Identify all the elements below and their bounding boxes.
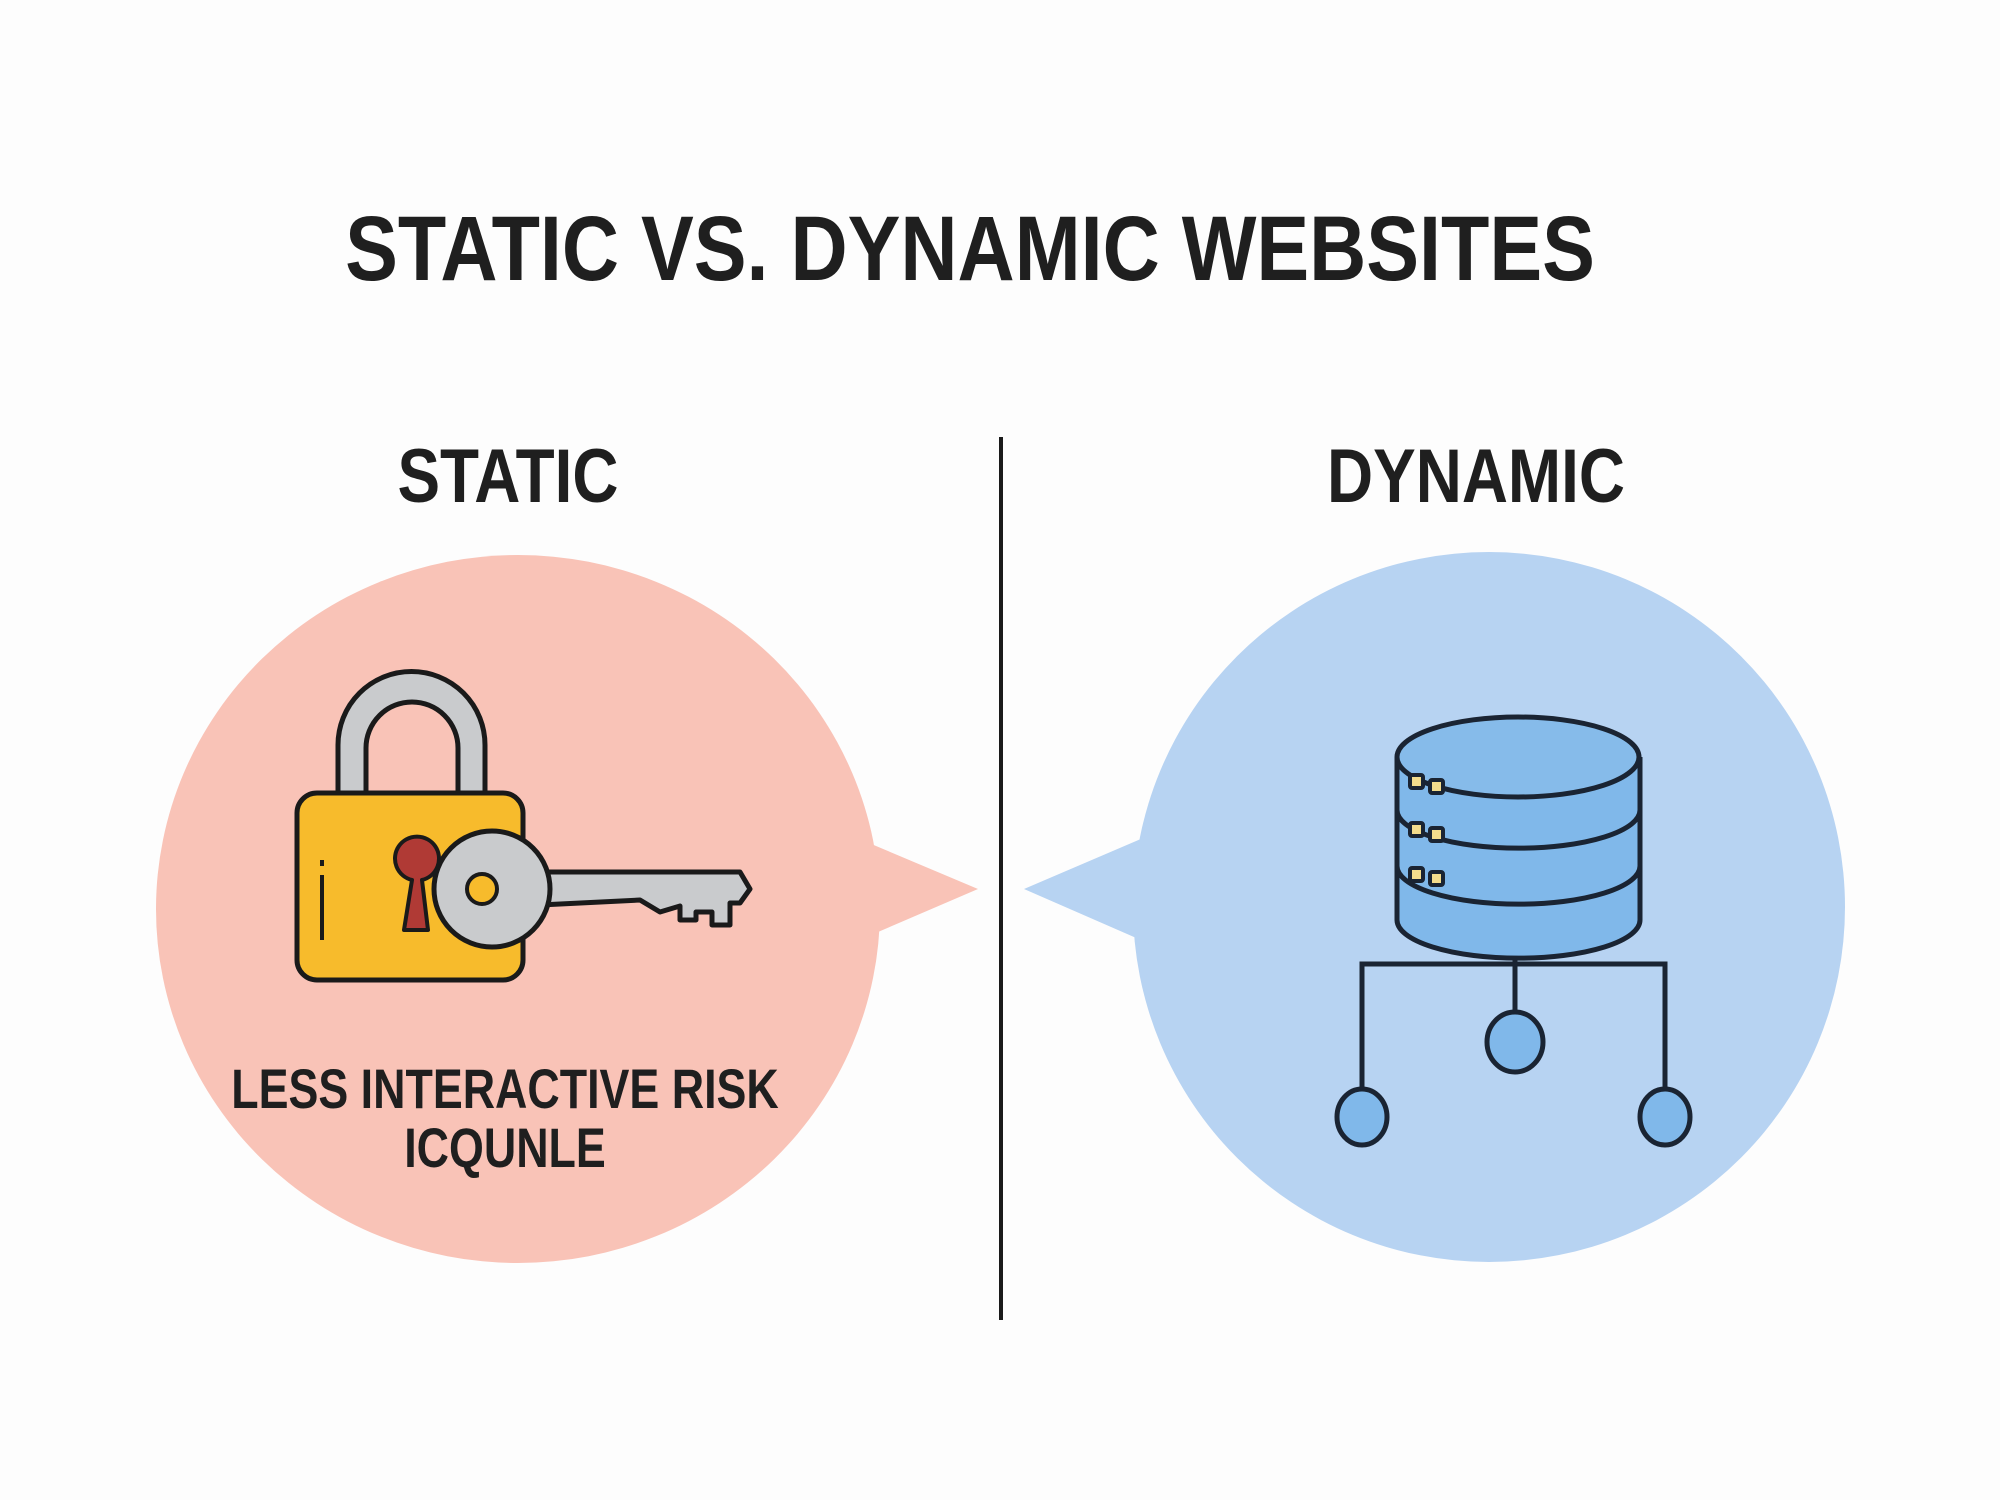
- network-node-left: [1334, 1086, 1390, 1148]
- network-node-center: [1484, 1009, 1546, 1075]
- static-heading: STATIC: [397, 433, 618, 519]
- page-title: STATIC VS. DYNAMIC WEBSITES: [345, 197, 1595, 300]
- database-cylinder: [1394, 757, 1643, 961]
- dynamic-heading: DYNAMIC: [1327, 433, 1625, 519]
- static-caption-line2: ICQUNLE: [404, 1116, 606, 1179]
- network-node-right: [1637, 1086, 1693, 1148]
- database-network-icon: [1334, 714, 1693, 1148]
- static-caption-line1: LESS INTERACTIVE RISK: [231, 1057, 779, 1120]
- keyhole: [393, 834, 441, 932]
- key-shaft: [517, 869, 753, 928]
- lock-shackle: [335, 669, 488, 803]
- lock-and-key-icon: [294, 669, 753, 983]
